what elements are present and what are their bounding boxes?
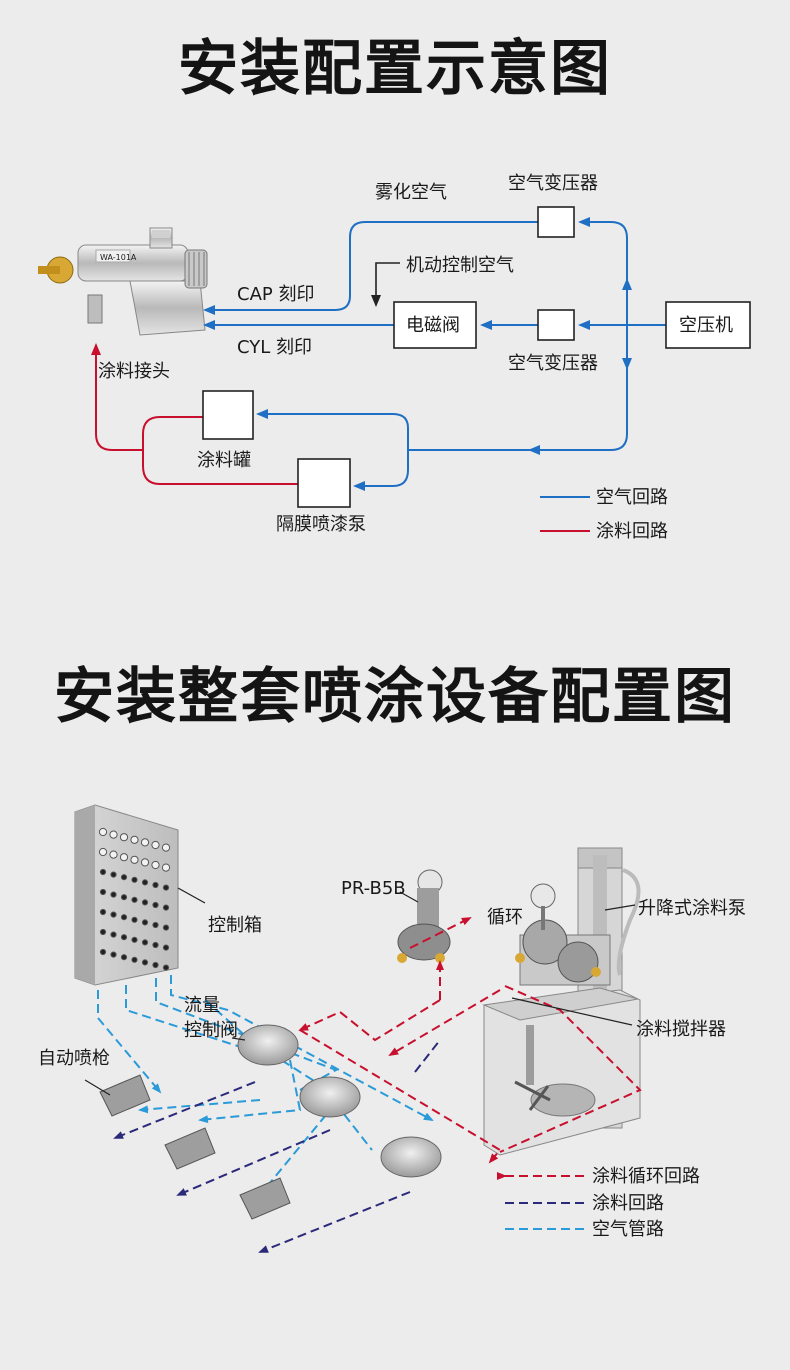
cabinet-knob — [162, 944, 170, 951]
cabinet-knob — [119, 853, 129, 862]
cabinet-knob — [152, 901, 159, 909]
paint-tank-label: 涂料罐 — [197, 450, 251, 471]
cabinet-knob — [110, 891, 117, 898]
cabinet-knob — [162, 884, 170, 891]
cabinet-knob — [141, 919, 149, 926]
auto-gun-icon — [99, 1074, 291, 1220]
cabinet-knob — [152, 961, 159, 969]
cabinet-knob — [162, 924, 170, 931]
circulation-label: 循环 — [487, 907, 523, 928]
air-transformer-bottom-label: 空气变压器 — [508, 353, 598, 374]
auto-gun-label: 自动喷枪 — [38, 1048, 110, 1069]
section2-title: 安装整套喷涂设备配置图 — [54, 662, 736, 732]
cabinet-knob — [152, 921, 159, 929]
cabinet-knob — [141, 959, 149, 966]
cabinet-knob — [99, 888, 107, 896]
cabinet-knob — [161, 863, 171, 872]
cabinet-knob — [109, 850, 118, 859]
cabinet-knob — [99, 948, 107, 956]
cabinet-knob — [130, 835, 139, 844]
compressor-label: 空压机 — [679, 315, 733, 336]
model-label: PR-B5B — [341, 878, 406, 899]
cabinet-knob — [120, 874, 128, 881]
cabinet-knob — [120, 954, 128, 961]
cabinet-knob — [140, 838, 150, 847]
cabinet-knob — [110, 951, 117, 958]
solenoid-valve-box — [393, 301, 477, 349]
cabinet-knob — [141, 899, 149, 906]
section1-title: 安装配置示意图 — [178, 34, 612, 104]
flow-valve-label-2: 控制阀 — [184, 1020, 238, 1041]
spray-gun-icon: WA-101A — [38, 227, 208, 336]
cabinet-knob — [110, 871, 117, 878]
legend-1: 空气回路 涂料回路 — [540, 487, 668, 542]
compressor-box — [665, 301, 751, 349]
cabinet-knob — [99, 928, 107, 936]
mixer-label: 涂料搅拌器 — [636, 1019, 726, 1040]
lift-pump-label: 升降式涂料泵 — [638, 898, 746, 919]
cabinet-knob — [119, 833, 129, 842]
cabinet-knob — [131, 956, 138, 963]
cabinet-knob — [131, 876, 138, 883]
air-paint-circuit-diagram: WA-101A 雾化空气 空气变压器 机动控制空气 CAP 刻印 CYL 刻印 … — [38, 173, 751, 542]
cabinet-knob — [99, 908, 107, 916]
cabinet-knob — [120, 894, 128, 901]
cabinet-knob — [131, 936, 138, 943]
air-transformer-top-label: 空气变压器 — [508, 173, 598, 194]
legend-air-pipe-label: 空气管路 — [592, 1219, 664, 1240]
control-box-label: 控制箱 — [208, 915, 262, 936]
cabinet-knob — [120, 914, 128, 921]
cabinet-knob — [99, 868, 107, 876]
cap-label: CAP 刻印 — [237, 284, 314, 305]
legend-paint-label: 涂料回路 — [596, 521, 668, 542]
flow-valve-label-1: 流量 — [184, 995, 220, 1016]
lift-pump-icon — [482, 847, 641, 1156]
machine-control-air-label: 机动控制空气 — [406, 255, 514, 276]
legend-air-label: 空气回路 — [596, 487, 668, 508]
control-box-icon — [74, 804, 179, 986]
cyl-label: CYL 刻印 — [237, 337, 312, 358]
solenoid-valve-label: 电磁阀 — [406, 315, 460, 336]
pump-label: 隔膜喷漆泵 — [276, 514, 366, 535]
legend-2: 涂料循环回路 涂料回路 空气管路 — [497, 1166, 700, 1240]
cabinet-knob — [152, 881, 159, 889]
cabinet-knob — [98, 827, 108, 837]
cabinet-knob — [131, 896, 138, 903]
full-equipment-diagram: 控制箱 PR-B5B 循环 升降式涂料泵 流量 控制阀 自动喷枪 涂料搅拌器 涂… — [38, 804, 746, 1253]
cabinet-knob — [141, 939, 149, 946]
air-transformer-top-box — [537, 206, 575, 238]
paint-tank-box — [202, 390, 254, 440]
cabinet-knob — [141, 879, 149, 886]
cabinet-knob — [131, 916, 138, 923]
cabinet-knob — [98, 847, 108, 857]
cabinet-knob — [110, 911, 117, 918]
legend-paint-line-label: 涂料回路 — [592, 1193, 664, 1214]
cabinet-knob — [110, 931, 117, 938]
legend-circulation-label: 涂料循环回路 — [592, 1166, 700, 1187]
cabinet-knob — [151, 860, 160, 870]
pump-box — [297, 458, 351, 508]
atomizing-air-label: 雾化空气 — [375, 182, 447, 203]
gun-model-label: WA-101A — [100, 253, 137, 262]
cabinet-knob — [140, 858, 150, 867]
flow-control-valve-icon — [237, 1024, 442, 1178]
cabinet-knob — [151, 840, 160, 850]
cabinet-knob — [162, 964, 170, 971]
paint-joint-label: 涂料接头 — [98, 361, 170, 382]
cabinet-knob — [109, 830, 118, 839]
cabinet-knob — [152, 941, 159, 949]
cabinet-knob — [161, 843, 171, 852]
cabinet-knob — [162, 904, 170, 911]
cabinet-knob — [130, 855, 139, 864]
cabinet-knob — [120, 934, 128, 941]
air-transformer-bottom-box — [537, 309, 575, 341]
